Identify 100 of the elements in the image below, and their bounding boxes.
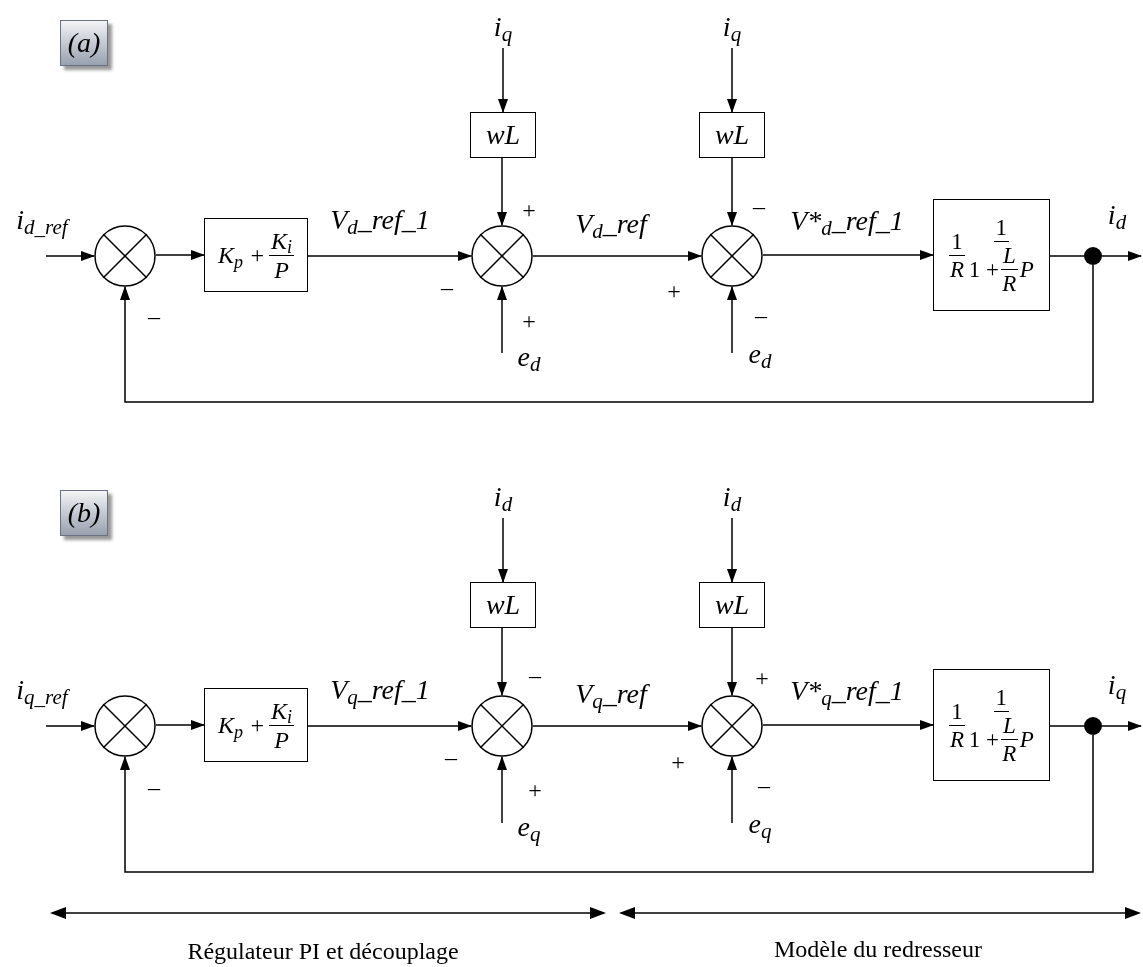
signal-name: i$_{d}$ xyxy=(493,480,513,518)
signal-arrow xyxy=(498,47,508,113)
formula-text: 1 xyxy=(951,698,963,724)
block-text: wL xyxy=(714,588,750,622)
signal-arrow xyxy=(762,250,934,260)
panel-tag xyxy=(60,490,108,536)
signal-arrow xyxy=(532,251,702,261)
formula-text: L xyxy=(1002,712,1016,738)
pi-controller-block xyxy=(204,218,308,292)
signal-name: i$_{q}$ xyxy=(722,10,742,48)
transfer-function-block xyxy=(933,669,1050,781)
signal-arrow xyxy=(727,627,737,696)
panel-tag xyxy=(60,20,108,66)
signal-label: e$_{q}$ xyxy=(748,807,772,845)
formula-text: L xyxy=(1002,242,1016,268)
summing-junction xyxy=(471,225,533,287)
sign-label: + xyxy=(671,748,685,777)
signal-line xyxy=(1049,725,1085,727)
summing-junction xyxy=(701,225,763,287)
sign-label: – xyxy=(755,301,767,330)
formula-text: R xyxy=(949,726,964,752)
summing-junction xyxy=(94,225,156,287)
signal-label: e$_{d}$ xyxy=(748,337,772,375)
sign-label: + xyxy=(667,277,681,306)
sign-label: – xyxy=(753,192,765,221)
sign-label: – xyxy=(758,771,770,800)
signal-arrow xyxy=(1101,721,1142,731)
section-caption: Régulateur PI et découplage xyxy=(187,937,459,966)
signal-arrow xyxy=(762,720,934,730)
signal-arrow xyxy=(307,721,472,731)
signal-label: V*$_{d}$_ref_1 xyxy=(790,204,904,242)
signal-arrow xyxy=(155,250,205,260)
signal-arrow xyxy=(155,720,205,730)
formula-text: P xyxy=(274,726,289,753)
signal-arrow xyxy=(120,264,1094,403)
formula-text: P xyxy=(1019,257,1034,281)
signal-arrow xyxy=(727,157,737,226)
signal-label: V$_{d}$_ref_1 xyxy=(330,203,430,241)
signal-line xyxy=(1049,255,1085,257)
block-text: wL xyxy=(714,118,750,152)
formula-text: 1 xyxy=(995,684,1007,710)
summing-junction xyxy=(701,695,763,757)
formula-text: 1 + xyxy=(968,727,999,751)
signal-label: i$_{q}$ xyxy=(1107,668,1127,706)
sign-label: + xyxy=(528,776,542,805)
formula-text: P xyxy=(1019,727,1034,751)
formula-text: K$_{p}$ + xyxy=(217,711,266,743)
sign-label: – xyxy=(148,302,160,331)
signal-arrow xyxy=(307,251,472,261)
signal-label: i$_{d_ref}$ xyxy=(16,203,68,241)
sign-label: + xyxy=(522,196,536,225)
signal-label: i$_{d}$ xyxy=(1107,198,1127,236)
signal-label: V*$_{q}$_ref_1 xyxy=(790,674,904,712)
sign-label: – xyxy=(148,773,160,802)
signal-label: V$_{q}$_ref_1 xyxy=(330,673,430,711)
formula-text: R xyxy=(1002,270,1017,296)
branch-point xyxy=(1084,717,1102,735)
signal-label: i$_{q_ref}$ xyxy=(16,673,68,711)
signal-arrow xyxy=(727,47,737,113)
formula-text: P xyxy=(274,256,289,283)
signal-arrow xyxy=(120,734,1094,873)
section-caption: Modèle du redresseur xyxy=(774,935,982,964)
signal-arrow xyxy=(727,286,737,354)
transfer-function-block xyxy=(933,199,1050,311)
signal-arrow xyxy=(727,517,737,583)
panel-letter: (b) xyxy=(67,496,101,530)
formula-text: K$_{i}$ xyxy=(271,227,293,254)
signal-name: i$_{q}$ xyxy=(493,10,513,48)
gain-block xyxy=(699,112,765,158)
panel-letter: (a) xyxy=(67,26,101,60)
gain-block xyxy=(470,582,536,628)
signal-label: e$_{q}$ xyxy=(517,810,541,848)
signal-arrow xyxy=(498,517,508,583)
signal-arrow xyxy=(727,756,737,824)
signal-arrow xyxy=(532,721,702,731)
formula-text: K$_{p}$ + xyxy=(217,241,266,273)
formula-text: 1 + xyxy=(968,257,999,281)
signal-arrow xyxy=(45,721,95,731)
sign-label: – xyxy=(529,661,541,690)
formula-text: K$_{i}$ xyxy=(271,697,293,724)
signal-arrow xyxy=(497,286,507,354)
signal-label: e$_{d}$ xyxy=(517,340,541,378)
formula-text: R xyxy=(949,256,964,282)
block-text: wL xyxy=(485,588,521,622)
signal-arrow xyxy=(497,756,507,824)
formula-text: R xyxy=(1002,740,1017,766)
summing-junction xyxy=(471,695,533,757)
gain-block xyxy=(699,582,765,628)
block-text: wL xyxy=(485,118,521,152)
signal-arrow xyxy=(1101,251,1142,261)
sign-label: – xyxy=(441,273,453,302)
signal-arrow xyxy=(497,627,507,696)
summing-junction xyxy=(94,695,156,757)
formula-text: 1 xyxy=(951,228,963,254)
signal-name: i$_{d}$ xyxy=(722,480,742,518)
sign-label: + xyxy=(755,664,769,693)
gain-block xyxy=(470,112,536,158)
signal-arrow xyxy=(45,251,95,261)
signal-arrow xyxy=(497,157,507,226)
pi-controller-block xyxy=(204,688,308,762)
